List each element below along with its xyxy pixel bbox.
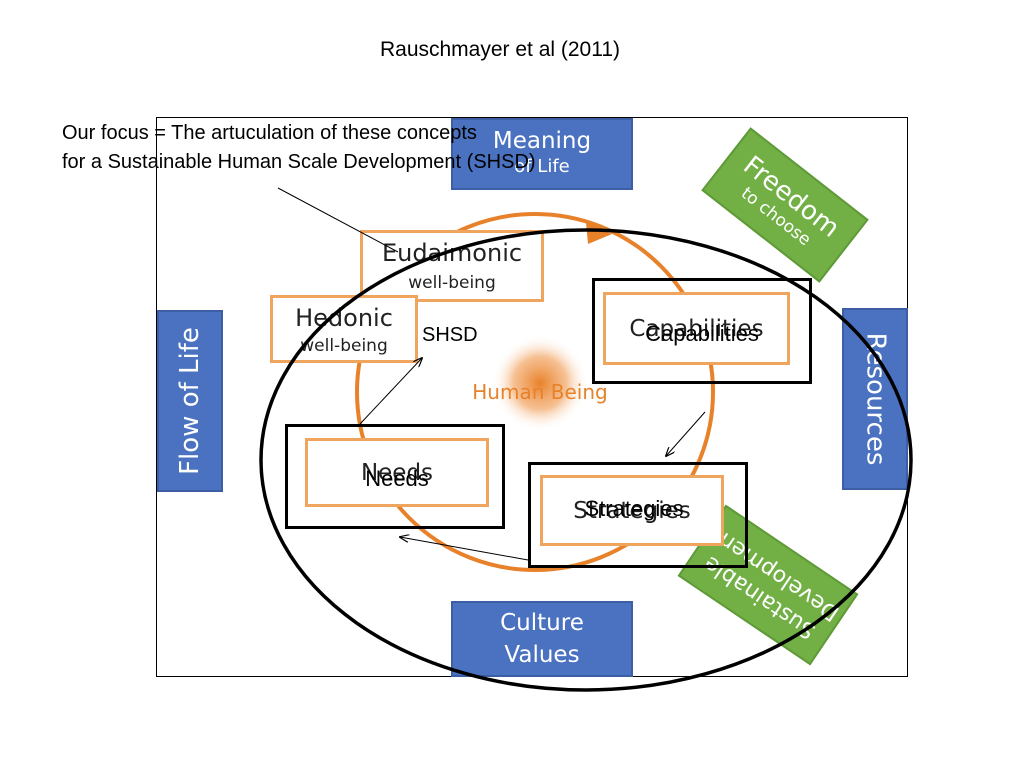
culture-line1: Culture [500,610,584,636]
culture-values-box: Culture Values [451,601,633,677]
meaning-line2: of Life [514,156,570,177]
needs-inner-box: Needs [305,438,489,507]
strategies-label: Strategies [584,496,684,521]
eudaimonic-line2: well-being [408,273,496,293]
hedonic-line2: well-being [300,336,388,356]
focus-note-line2: for a Sustainable Human Scale Developmen… [62,151,536,173]
shsd-label: SHSD [422,324,478,346]
needs-inner-label: Needs [360,459,434,486]
resources-box: Resources [842,308,908,490]
strategies-to-needs-arrow [400,537,529,561]
capabilities-label: Capabilities [645,321,759,346]
meaning-of-life-box: Meaning of Life [451,118,633,190]
cycle-arrow-head [586,222,612,244]
focus-note-line1: Our focus = The artuculation of these co… [62,122,477,144]
eudaimonic-line1: Eudaimonic [381,239,523,267]
slide-title: Rauschmayer et al (2011) [379,38,621,61]
focus-pointer-line [277,187,399,253]
capabilities-frame [592,278,812,384]
shsd-ellipse [259,228,913,692]
cycle-circle [355,212,715,572]
human-being-glow [492,335,588,431]
human-being-label: Human Being [472,380,608,404]
culture-line2: Values [504,642,580,668]
capabilities-to-strategies-arrow [666,411,706,456]
capabilities-inner-box: Capabilities [603,292,790,365]
meaning-line1: Meaning [492,128,592,154]
eudaimonic-box: Eudaimonic well-being [360,230,544,302]
flow-of-life-box: Flow of Life [157,310,223,492]
needs-to-hedonic-arrow [359,358,422,425]
strategies-inner-box: Strategies [540,475,724,546]
strategies-inner-label: Strategies [573,497,691,524]
needs-frame [285,424,505,529]
focus-note: Our focus = The artuculation of these co… [62,119,536,177]
strategies-frame [528,462,748,568]
needs-label: Needs [365,466,429,491]
capabilities-inner-label: Capabilities [629,315,764,342]
